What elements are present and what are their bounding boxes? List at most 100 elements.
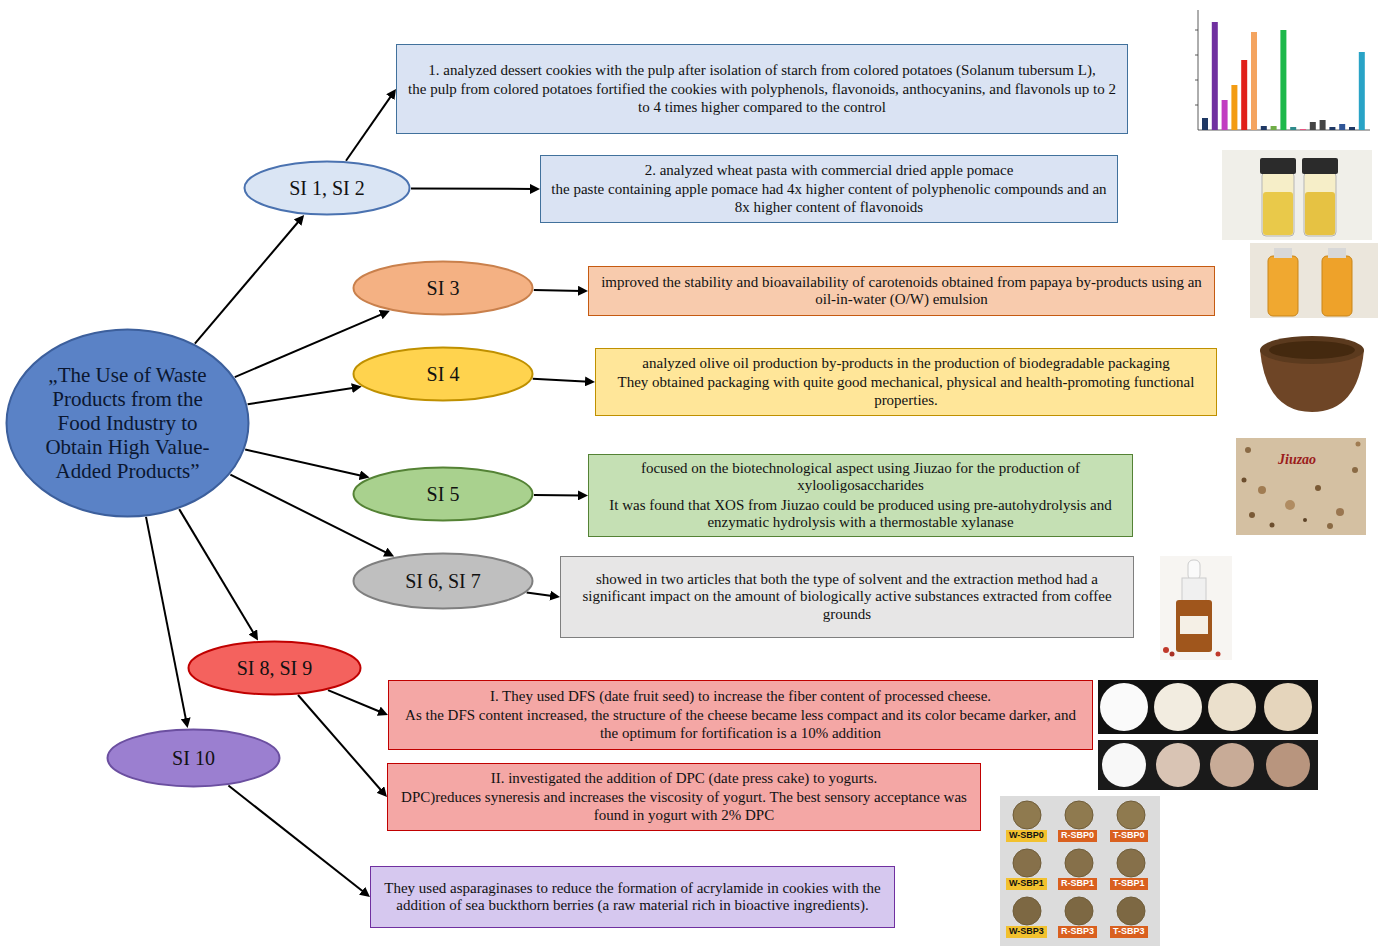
ellipse-shape xyxy=(354,262,533,315)
dropper-bottle-photo-part xyxy=(1176,600,1212,652)
ellipse-outline xyxy=(352,552,534,610)
cheese-samples-photo-part xyxy=(1266,743,1310,787)
cheese-samples-photo xyxy=(1098,680,1318,790)
jiuzao-photo-part xyxy=(1242,478,1247,483)
summary-box: improved the stability and bioavailabili… xyxy=(588,266,1215,316)
bar-chart-thumbnail-part xyxy=(1195,80,1198,81)
bar-chart-thumbnail-part xyxy=(1212,22,1218,130)
cheese-samples-photo-part xyxy=(1210,743,1254,787)
vials-photo-part xyxy=(1304,172,1336,236)
node-heading: „The Use of Waste Products from the Food… xyxy=(32,363,224,484)
bar-chart-thumbnail-part xyxy=(1271,126,1277,130)
sample-tag: T-SBP1 xyxy=(1110,878,1148,890)
central-topic-ellipse: „The Use of Waste Products from the Food… xyxy=(5,328,250,518)
cookies-photo-part xyxy=(1117,897,1145,925)
summary-box: analyzed olive oil production by-product… xyxy=(595,348,1217,416)
sample-tag: W-SBP3 xyxy=(1006,926,1047,938)
bar-chart-thumbnail-part xyxy=(1198,10,1199,130)
photo-caption: Jiuzao xyxy=(1278,452,1316,467)
bar-chart-thumbnail-part xyxy=(1300,129,1306,130)
cheese-samples-photo-part xyxy=(1156,743,1200,787)
node-heading: SI 8, SI 9 xyxy=(237,657,313,680)
cookies-photo-part xyxy=(1000,796,1160,946)
cookies-photo-part xyxy=(1117,849,1145,877)
cookies-photo-part xyxy=(1117,801,1145,829)
arrow-connector xyxy=(179,509,255,635)
node-body: It was found that XOS from Jiuzao could … xyxy=(599,497,1122,532)
biodegradable-cup-photo xyxy=(1255,322,1370,418)
bar-chart-thumbnail xyxy=(1188,4,1374,142)
ellipse-shape xyxy=(354,348,533,401)
dropper-bottle-photo-part xyxy=(1216,652,1221,657)
bar-chart-thumbnail-part xyxy=(1339,124,1345,130)
summary-box: showed in two articles that both the typ… xyxy=(560,556,1134,638)
arrow-connector xyxy=(146,517,186,722)
jiuzao-photo-part xyxy=(1285,500,1295,510)
bar-chart-thumbnail-part xyxy=(1222,100,1228,130)
dropper-bottle-photo-part xyxy=(1170,652,1175,657)
summary-box: focused on the biotechnological aspect u… xyxy=(588,454,1133,537)
cookies-photo-part xyxy=(1013,801,1041,829)
dropper-bottle-photo-part xyxy=(1188,560,1200,580)
bar-chart-thumbnail-part xyxy=(1280,30,1286,130)
vials-photo-part xyxy=(1260,158,1296,174)
cookies-photo-part xyxy=(1065,801,1093,829)
node-heading: improved the stability and bioavailabili… xyxy=(599,274,1204,309)
bar-chart-thumbnail-part xyxy=(1310,122,1316,130)
cookies-photo-part xyxy=(1065,849,1093,877)
node-body: the pulp from colored potatoes fortified… xyxy=(407,81,1117,116)
cheese-samples-photo-part xyxy=(1098,680,1318,734)
jiuzao-photo-part xyxy=(1258,486,1266,494)
node-heading: SI 6, SI 7 xyxy=(405,570,481,593)
arrow-connector xyxy=(248,388,356,405)
vials-photo xyxy=(1222,150,1372,240)
biodegradable-cup-photo-part xyxy=(1260,336,1364,364)
jiuzao-photo-part xyxy=(1245,447,1251,453)
bar-chart-thumbnail-part xyxy=(1320,120,1326,130)
arrow-connector xyxy=(228,786,365,894)
ellipse-outline xyxy=(187,640,362,696)
study-ellipse: SI 6, SI 7 xyxy=(352,552,534,610)
biodegradable-cup-photo-part xyxy=(1255,322,1370,418)
node-body: They obtained packaging with quite good … xyxy=(606,374,1206,409)
sample-tag: R-SBP0 xyxy=(1058,830,1097,842)
arrow-connector xyxy=(230,475,388,554)
node-heading: SI 4 xyxy=(427,363,460,386)
study-ellipse: SI 5 xyxy=(352,466,534,522)
node-heading: focused on the biotechnological aspect u… xyxy=(599,460,1122,495)
cheese-samples-photo-part xyxy=(1100,683,1148,731)
dropper-bottle-photo xyxy=(1160,556,1232,660)
dropper-bottle-photo-part xyxy=(1182,578,1206,602)
node-body: DPC)reduces syneresis and increases the … xyxy=(398,789,970,824)
cookies-photo-part xyxy=(1013,897,1041,925)
jiuzao-photo-part xyxy=(1327,523,1333,529)
ellipse-outline xyxy=(243,160,411,216)
emulsion-bottles-photo-part xyxy=(1274,248,1292,258)
jiuzao-photo xyxy=(1236,438,1366,535)
cheese-samples-photo-part xyxy=(1154,683,1202,731)
node-heading: They used asparaginases to reduce the fo… xyxy=(381,880,884,915)
ellipse-shape xyxy=(189,642,361,695)
bar-chart-thumbnail-part xyxy=(1290,127,1296,130)
bar-chart-thumbnail-part xyxy=(1329,127,1335,130)
node-heading: II. investigated the addition of DPC (da… xyxy=(398,770,970,787)
arrow-connector xyxy=(195,220,300,344)
ellipse-outline xyxy=(352,260,534,316)
vials-photo-part xyxy=(1305,192,1335,235)
jiuzao-photo-part xyxy=(1336,508,1344,516)
cheese-samples-photo-part xyxy=(1098,740,1318,790)
emulsion-bottles-photo-part xyxy=(1268,256,1298,316)
study-ellipse: SI 1, SI 2 xyxy=(243,160,411,216)
jiuzao-photo-part xyxy=(1303,518,1307,522)
study-ellipse: SI 3 xyxy=(352,260,534,316)
bar-chart-thumbnail-part xyxy=(1241,60,1247,130)
cookies-photo-part xyxy=(1065,897,1093,925)
node-heading: SI 5 xyxy=(427,483,460,506)
summary-box: I. They used DFS (date fruit seed) to in… xyxy=(388,680,1093,750)
bar-chart-thumbnail-part xyxy=(1195,55,1198,56)
cheese-samples-photo-part xyxy=(1102,743,1146,787)
arrow-connector xyxy=(411,187,534,190)
bar-chart-thumbnail-part xyxy=(1231,85,1237,130)
